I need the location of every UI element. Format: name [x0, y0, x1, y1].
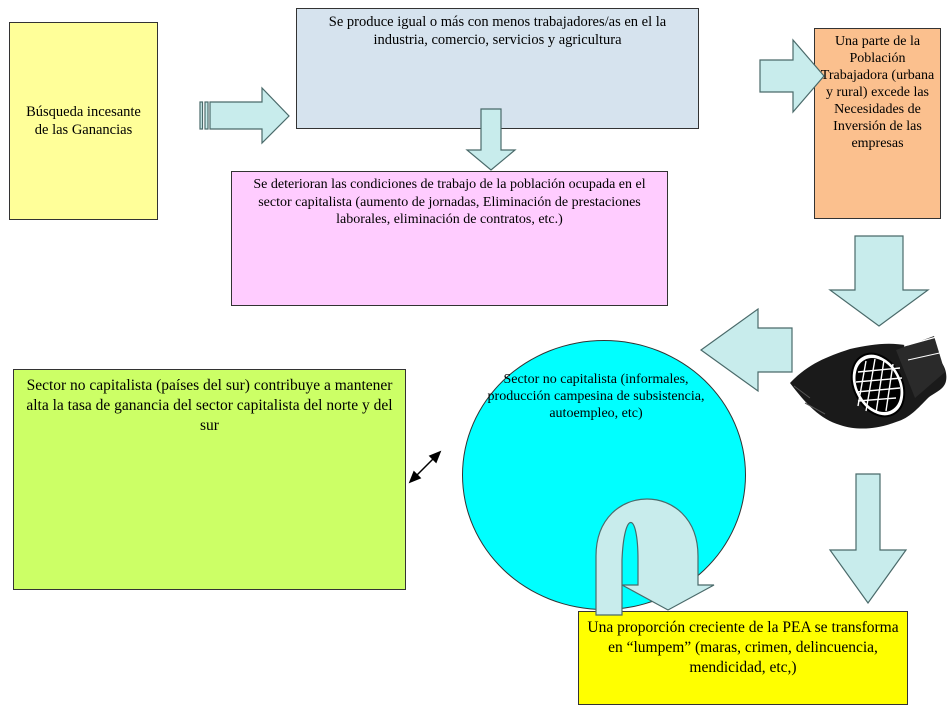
box-lumpem-text: Una proporción creciente de la PEA se tr…: [587, 619, 899, 677]
box-deterioro-condiciones: Se deterioran las condiciones de trabajo…: [231, 171, 668, 306]
sewer-pipe-icon: [790, 335, 947, 429]
box-nocap-sur-text: Sector no capitalista (países del sur) c…: [26, 377, 393, 435]
circle-sector-informal-text: Sector no capitalista (informales, produ…: [487, 372, 705, 421]
box-produce-text: Se produce igual o más con menos trabaja…: [328, 14, 667, 49]
arrow-down-poblacion-pipe: [828, 235, 930, 327]
arrow-down-pipe-lumpem: [828, 473, 908, 605]
box-busqueda-ganancias: Búsqueda incesante de las Ganancias: [9, 22, 158, 220]
box-busqueda-text: Búsqueda incesante de las Ganancias: [26, 103, 141, 138]
arrow-double-green-circle: [408, 450, 442, 484]
arrow-right-busqueda-produce: [199, 86, 290, 145]
arrow-left-pipe-circle: [699, 307, 793, 393]
box-poblacion-excedente: Una parte de la Población Trabajadora (u…: [814, 28, 941, 219]
box-poblacion-text: Una parte de la Población Trabajadora (u…: [820, 34, 935, 152]
box-lumpem: Una proporción creciente de la PEA se tr…: [578, 611, 908, 705]
box-sector-no-capitalista-sur: Sector no capitalista (países del sur) c…: [13, 369, 406, 590]
box-deterioran-text: Se deterioran las condiciones de trabajo…: [253, 177, 646, 227]
box-produce-menos-trabajadores: Se produce igual o más con menos trabaja…: [296, 8, 699, 129]
